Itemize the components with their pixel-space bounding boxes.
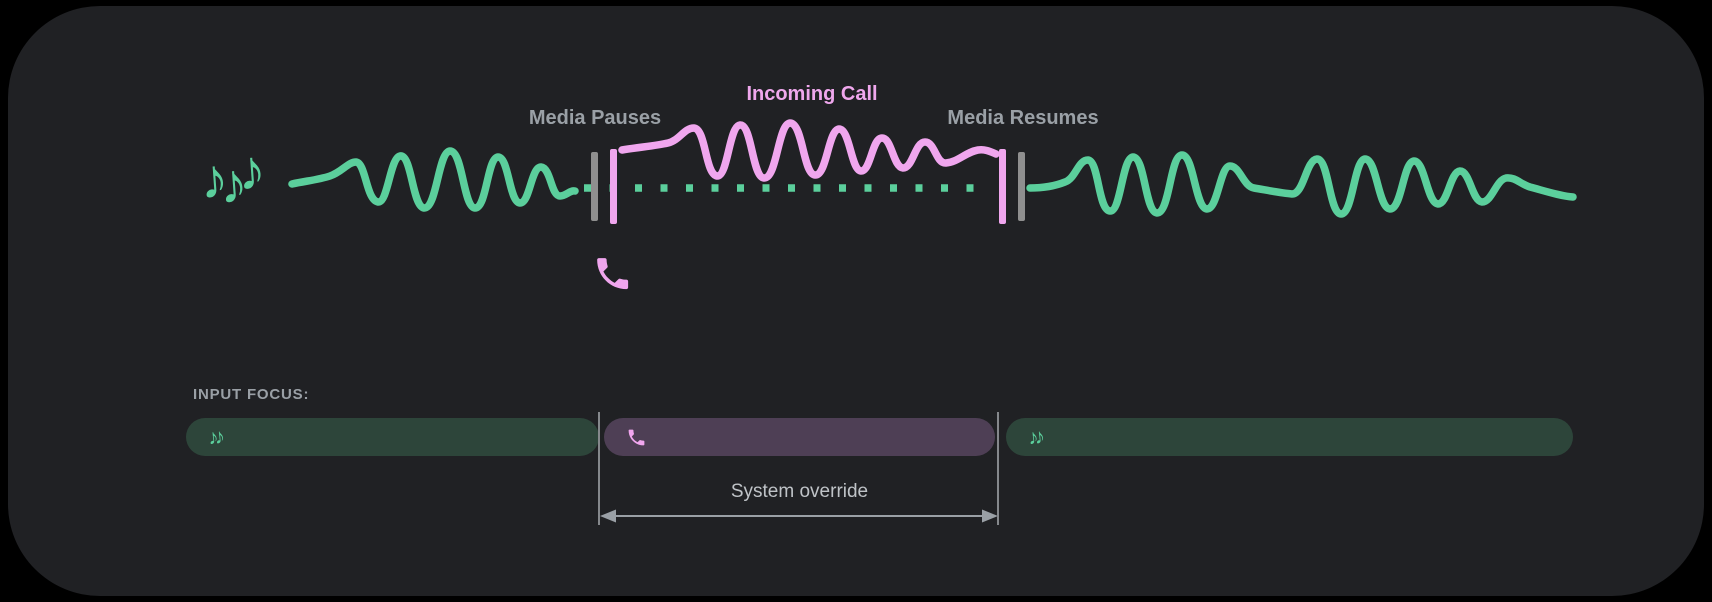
diagram-card [8, 6, 1704, 596]
media-resumes-label: Media Resumes [947, 107, 1099, 129]
phone-icon [597, 258, 629, 290]
pause-marker-pink [610, 149, 617, 224]
input-focus-heading: INPUT FOCUS: [193, 386, 310, 403]
system-override-label: System override [730, 481, 869, 502]
media-pauses-label: Media Pauses [528, 107, 662, 129]
media-wave-before [288, 147, 579, 212]
input-focus-segment-call [604, 418, 995, 456]
music-notes-icon: ♪♪ [1026, 424, 1043, 450]
override-boundary-line-left [598, 412, 600, 525]
phone-icon [628, 429, 645, 445]
resume-marker-gray [1018, 152, 1025, 221]
input-focus-segment-media-1: ♪♪ [186, 418, 599, 456]
call-wave [618, 119, 1000, 182]
resume-marker-pink [999, 149, 1006, 224]
override-boundary-line-right [997, 412, 999, 525]
incoming-call-label: Incoming Call [746, 83, 878, 105]
arrow-head-right [982, 509, 998, 523]
arrow-head-left [600, 509, 616, 523]
input-focus-segment-media-2: ♪♪ [1006, 418, 1573, 456]
media-wave-after [1026, 151, 1577, 218]
pause-marker-gray [591, 152, 598, 221]
music-notes-icon: ♪♪♪ [197, 138, 259, 216]
music-notes-icon: ♪♪ [206, 424, 223, 450]
